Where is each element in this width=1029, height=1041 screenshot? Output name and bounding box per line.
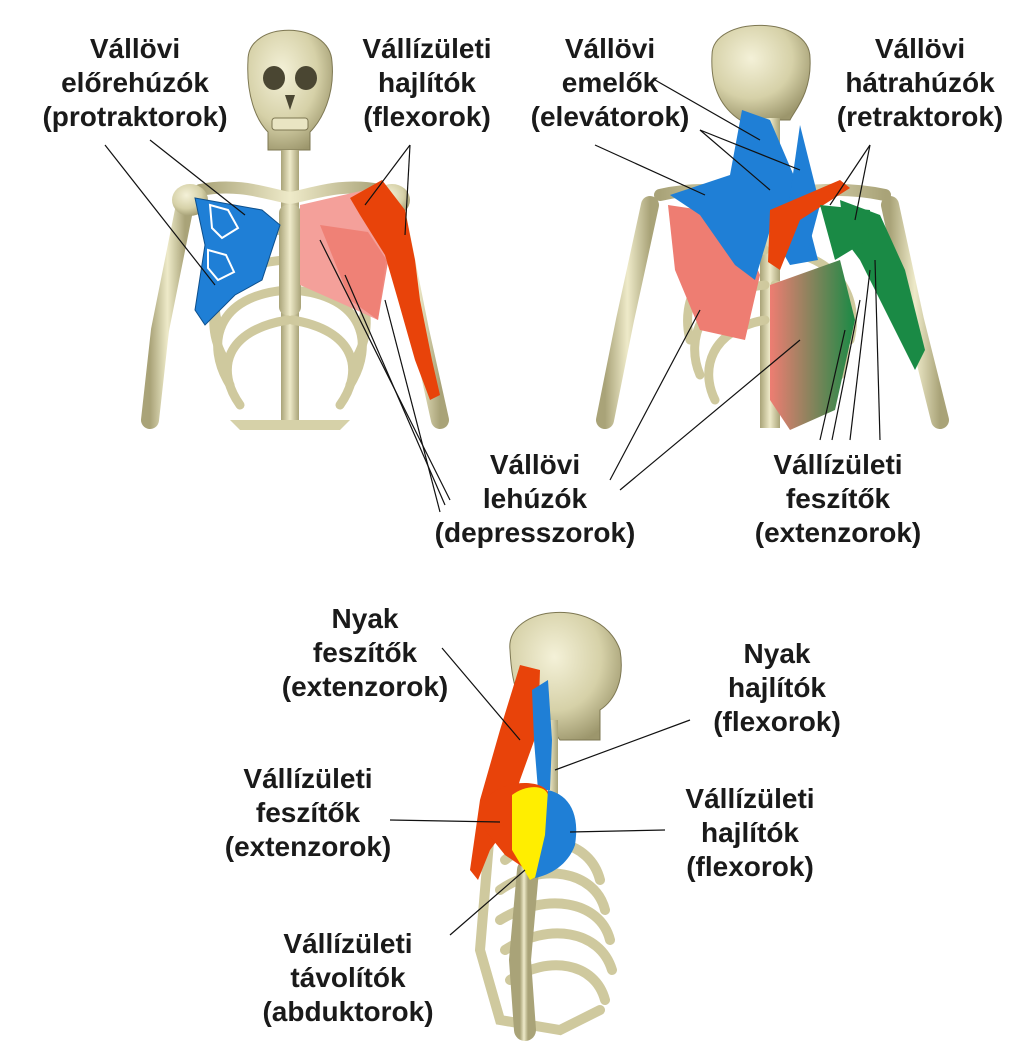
label-line: (retraktorok): [815, 100, 1025, 134]
label-shoulder-flexors-side: Vállízületi hajlítók (flexorok): [655, 782, 845, 884]
label-line: feszítők: [250, 636, 480, 670]
label-line: (extenzorok): [250, 670, 480, 704]
label-line: (elevátorok): [515, 100, 705, 134]
label-elevators: Vállövi emelők (elevátorok): [515, 32, 705, 134]
label-line: Vállízületi: [238, 927, 458, 961]
label-line: feszítők: [718, 482, 958, 516]
label-shoulder-extensors-back: Vállízületi feszítők (extenzorok): [718, 448, 958, 550]
label-line: Nyak: [682, 637, 872, 671]
label-abductors: Vállízületi távolítók (abduktorok): [238, 927, 458, 1029]
label-line: (depresszorok): [395, 516, 675, 550]
label-line: (flexorok): [655, 850, 845, 884]
label-line: Vállízületi: [342, 32, 512, 66]
label-line: (extenzorok): [188, 830, 428, 864]
label-neck-extensors: Nyak feszítők (extenzorok): [250, 602, 480, 704]
label-line: Nyak: [250, 602, 480, 636]
label-line: előrehúzók: [5, 66, 265, 100]
label-line: Vállövi: [515, 32, 705, 66]
label-line: hajlítók: [682, 671, 872, 705]
label-retractors: Vállövi hátrahúzók (retraktorok): [815, 32, 1025, 134]
label-line: (abduktorok): [238, 995, 458, 1029]
label-line: Vállízületi: [655, 782, 845, 816]
label-depressors: Vállövi lehúzók (depresszorok): [395, 448, 675, 550]
label-protractors: Vállövi előrehúzók (protraktorok): [5, 32, 265, 134]
label-line: Vállövi: [815, 32, 1025, 66]
label-shoulder-flexors-front: Vállízületi hajlítók (flexorok): [342, 32, 512, 134]
label-neck-flexors: Nyak hajlítók (flexorok): [682, 637, 872, 739]
label-shoulder-extensors-side: Vállízületi feszítők (extenzorok): [188, 762, 428, 864]
label-line: Vállövi: [395, 448, 675, 482]
label-line: hátrahúzók: [815, 66, 1025, 100]
label-line: (flexorok): [342, 100, 512, 134]
label-line: lehúzók: [395, 482, 675, 516]
label-line: (extenzorok): [718, 516, 958, 550]
label-line: Vállízületi: [188, 762, 428, 796]
label-line: távolítók: [238, 961, 458, 995]
label-line: hajlítók: [655, 816, 845, 850]
label-line: hajlítók: [342, 66, 512, 100]
label-line: emelők: [515, 66, 705, 100]
label-line: (flexorok): [682, 705, 872, 739]
label-line: feszítők: [188, 796, 428, 830]
label-line: Vállövi: [5, 32, 265, 66]
label-line: (protraktorok): [5, 100, 265, 134]
label-line: Vállízületi: [718, 448, 958, 482]
